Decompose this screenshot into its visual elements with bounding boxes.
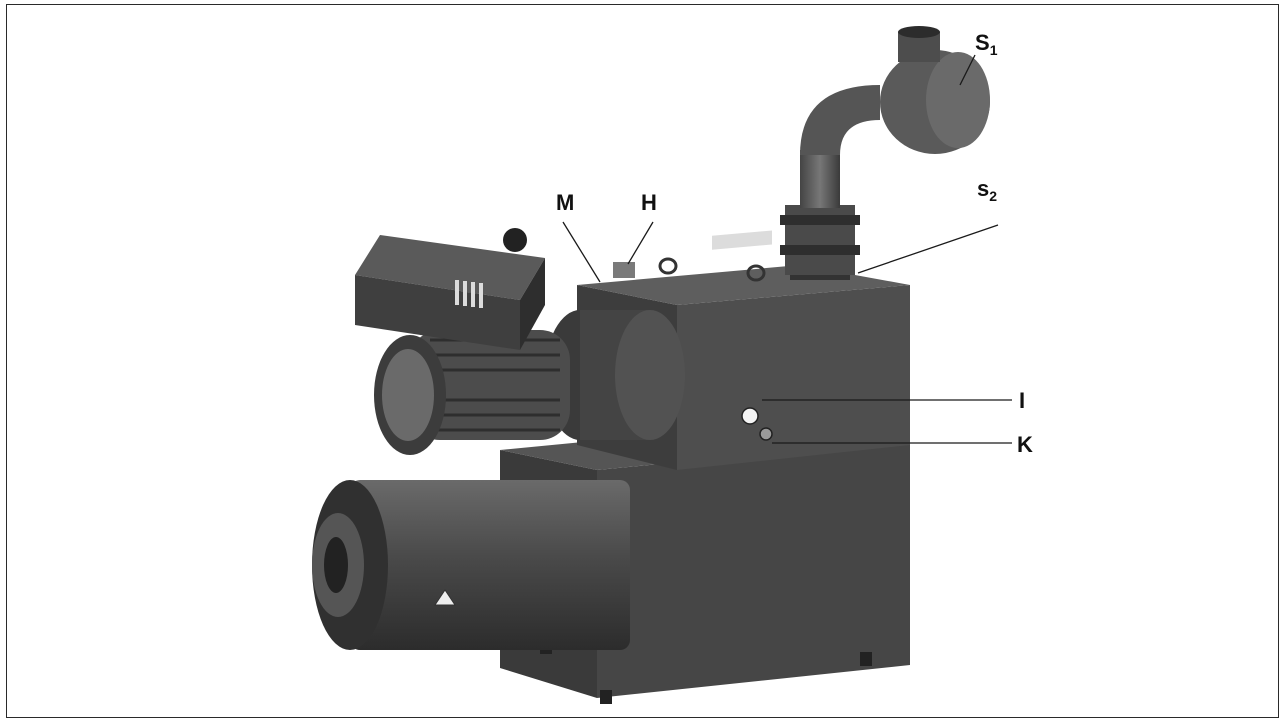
label-i: I [1019,388,1025,413]
silencer [312,480,630,650]
port-i [741,407,759,425]
control-box [355,228,545,350]
label-h: H [641,190,657,215]
label-m: M [556,190,574,215]
electric-motor [374,330,570,455]
suction-pipe-assembly [780,26,990,280]
label-k: K [1017,432,1033,457]
label-s2: s2 [977,176,997,204]
component-h-block [613,262,635,278]
fan-cover [382,349,434,441]
warning-triangle-icon [434,589,456,606]
control-knob-icon [503,228,527,252]
leader-lines [562,54,1012,444]
lifting-eyes [658,257,766,282]
port-k [759,427,773,441]
label-s1: S1 [975,30,998,58]
